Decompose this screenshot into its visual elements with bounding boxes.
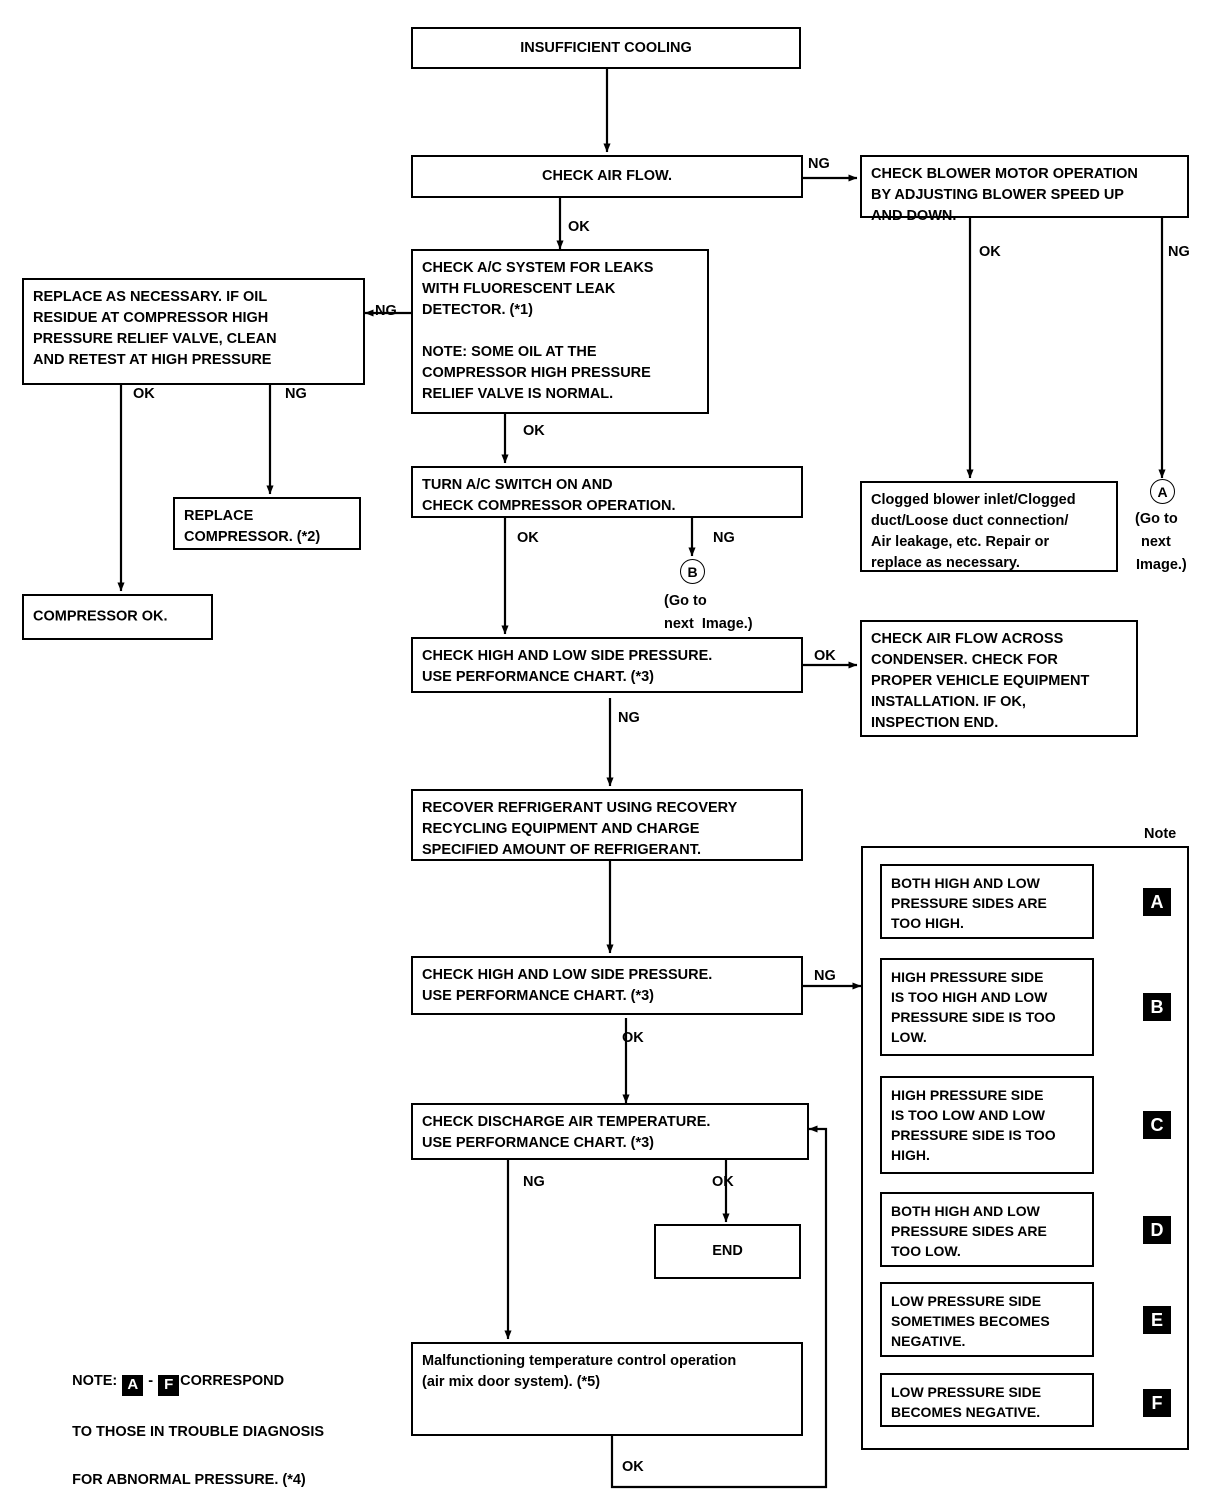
label-ok-ac-leaks: OK <box>523 423 545 439</box>
footnote-dash: - <box>144 1373 158 1389</box>
box-insufficient-cooling: INSUFFICIENT COOLING <box>411 27 801 69</box>
note-item-box-1: HIGH PRESSURE SIDE IS TOO HIGH AND LOW P… <box>880 958 1094 1056</box>
box-check-discharge-temp: CHECK DISCHARGE AIR TEMPERATURE. USE PER… <box>411 1103 809 1160</box>
footnote-tag-to: F <box>158 1374 180 1396</box>
connector-circle-b-label: B <box>687 563 698 580</box>
box-check-ac-leaks: CHECK A/C SYSTEM FOR LEAKS WITH FLUORESC… <box>411 249 709 414</box>
note-item-text-4: LOW PRESSURE SIDE SOMETIMES BECOMES NEGA… <box>891 1293 1050 1349</box>
box-check-blower-motor-text: CHECK BLOWER MOTOR OPERATION BY ADJUSTIN… <box>871 166 1138 224</box>
label-ng-check-air-flow: NG <box>808 156 830 172</box>
connector-a-goto-line3: Image.) <box>1136 557 1187 573</box>
box-compressor-ok: COMPRESSOR OK. <box>22 594 213 640</box>
box-check-pressure-2: CHECK HIGH AND LOW SIDE PRESSURE. USE PE… <box>411 956 803 1015</box>
footnote-line3: FOR ABNORMAL PRESSURE. (*4) <box>72 1471 306 1488</box>
label-ng-check-pressure-1: NG <box>618 710 640 726</box>
connector-circle-a: A <box>1150 479 1175 504</box>
note-item-text-1: HIGH PRESSURE SIDE IS TOO HIGH AND LOW P… <box>891 969 1056 1045</box>
box-recover-refrigerant-text: RECOVER REFRIGERANT USING RECOVERY RECYC… <box>422 800 738 858</box>
footnote-tag-from: A <box>122 1374 144 1396</box>
note-item-text-5: LOW PRESSURE SIDE BECOMES NEGATIVE. <box>891 1384 1042 1420</box>
note-item-tag-letter-0: A <box>1150 891 1164 912</box>
note-item-tag-4: E <box>1143 1306 1171 1334</box>
note-item-tag-letter-1: B <box>1150 996 1164 1017</box>
connector-a-goto-line1: (Go to <box>1135 511 1178 527</box>
label-ok-turn-ac-switch: OK <box>517 530 539 546</box>
label-ok-replace-necessary: OK <box>133 386 155 402</box>
label-ok-discharge-temp: OK <box>712 1174 734 1190</box>
box-compressor-ok-text: COMPRESSOR OK. <box>33 608 168 625</box>
box-turn-ac-switch: TURN A/C SWITCH ON AND CHECK COMPRESSOR … <box>411 466 803 518</box>
note-item-tag-letter-4: E <box>1150 1309 1163 1330</box>
box-check-ac-leaks-text: CHECK A/C SYSTEM FOR LEAKS WITH FLUORESC… <box>422 260 654 402</box>
box-end: END <box>654 1224 801 1279</box>
note-panel-label: Note <box>1144 826 1177 842</box>
box-malfunctioning-temp-text: Malfunctioning temperature control opera… <box>422 1353 737 1390</box>
box-end-text: END <box>712 1243 743 1259</box>
connector-circle-b: B <box>680 559 705 584</box>
box-check-air-flow: CHECK AIR FLOW. <box>411 155 803 198</box>
box-check-discharge-temp-text: CHECK DISCHARGE AIR TEMPERATURE. USE PER… <box>422 1114 711 1151</box>
box-malfunctioning-temp: Malfunctioning temperature control opera… <box>411 1342 803 1436</box>
footnote-line2: TO THOSE IN TROUBLE DIAGNOSIS <box>72 1423 325 1440</box>
connector-circle-a-label: A <box>1157 483 1168 500</box>
box-check-air-flow-condenser: CHECK AIR FLOW ACROSS CONDENSER. CHECK F… <box>860 620 1138 737</box>
label-ok-blower: OK <box>979 244 1001 260</box>
box-check-pressure-1: CHECK HIGH AND LOW SIDE PRESSURE. USE PE… <box>411 637 803 693</box>
connector-a-goto-line2: next <box>1141 534 1171 550</box>
box-clogged-blower-text: Clogged blower inlet/Clogged duct/Loose … <box>871 492 1076 571</box>
box-clogged-blower: Clogged blower inlet/Clogged duct/Loose … <box>860 481 1118 572</box>
box-check-pressure-1-text: CHECK HIGH AND LOW SIDE PRESSURE. USE PE… <box>422 648 713 685</box>
box-replace-compressor: REPLACE COMPRESSOR. (*2) <box>173 497 361 550</box>
note-item-box-3: BOTH HIGH AND LOW PRESSURE SIDES ARE TOO… <box>880 1192 1094 1267</box>
note-item-box-2: HIGH PRESSURE SIDE IS TOO LOW AND LOW PR… <box>880 1076 1094 1174</box>
label-ng-replace-necessary: NG <box>285 386 307 402</box>
note-item-tag-3: D <box>1143 1216 1171 1244</box>
note-item-text-0: BOTH HIGH AND LOW PRESSURE SIDES ARE TOO… <box>891 875 1047 931</box>
label-ng-turn-ac-switch: NG <box>713 530 735 546</box>
label-ok-check-pressure-2: OK <box>622 1030 644 1046</box>
box-check-blower-motor: CHECK BLOWER MOTOR OPERATION BY ADJUSTIN… <box>860 155 1189 224</box>
box-check-air-flow-condenser-text: CHECK AIR FLOW ACROSS CONDENSER. CHECK F… <box>871 631 1090 731</box>
label-ok-check-air-flow: OK <box>568 219 590 235</box>
note-item-box-4: LOW PRESSURE SIDE SOMETIMES BECOMES NEGA… <box>880 1282 1094 1357</box>
connector-b-goto-line1: (Go to <box>664 593 707 609</box>
note-item-tag-letter-2: C <box>1150 1114 1164 1135</box>
note-item-tag-2: C <box>1143 1111 1171 1139</box>
box-insufficient-cooling-text: INSUFFICIENT COOLING <box>520 39 692 56</box>
label-ng-check-pressure-2: NG <box>814 968 836 984</box>
note-item-tag-0: A <box>1143 888 1171 916</box>
note-item-text-2: HIGH PRESSURE SIDE IS TOO LOW AND LOW PR… <box>891 1087 1056 1163</box>
label-ng-blower: NG <box>1168 244 1190 260</box>
box-turn-ac-switch-text: TURN A/C SWITCH ON AND CHECK COMPRESSOR … <box>422 477 676 514</box>
box-recover-refrigerant: RECOVER REFRIGERANT USING RECOVERY RECYC… <box>411 789 803 861</box>
label-ng-ac-leaks: NG <box>375 303 397 319</box>
note-item-box-0: BOTH HIGH AND LOW PRESSURE SIDES ARE TOO… <box>880 864 1094 939</box>
box-replace-as-necessary: REPLACE AS NECESSARY. IF OIL RESIDUE AT … <box>22 278 365 385</box>
box-check-pressure-2-text: CHECK HIGH AND LOW SIDE PRESSURE. USE PE… <box>422 967 713 1004</box>
box-check-air-flow-text: CHECK AIR FLOW. <box>542 168 672 184</box>
footnote-suffix: CORRESPOND <box>180 1373 285 1389</box>
box-replace-as-necessary-text: REPLACE AS NECESSARY. IF OIL RESIDUE AT … <box>33 289 277 368</box>
box-replace-compressor-text: REPLACE COMPRESSOR. (*2) <box>184 508 321 545</box>
note-item-text-3: BOTH HIGH AND LOW PRESSURE SIDES ARE TOO… <box>891 1203 1047 1259</box>
connector-b-goto-line2: next Image.) <box>664 616 753 632</box>
note-item-tag-letter-5: F <box>1151 1392 1163 1413</box>
label-ok-check-pressure-1: OK <box>814 648 836 664</box>
label-ng-discharge-temp: NG <box>523 1174 545 1190</box>
footnote-prefix: NOTE: <box>72 1373 122 1389</box>
note-item-tag-letter-3: D <box>1150 1219 1164 1240</box>
note-item-tag-5: F <box>1143 1389 1171 1417</box>
label-ok-malfunctioning: OK <box>622 1459 644 1475</box>
note-item-box-5: LOW PRESSURE SIDE BECOMES NEGATIVE. <box>880 1373 1094 1427</box>
note-item-tag-1: B <box>1143 993 1171 1021</box>
